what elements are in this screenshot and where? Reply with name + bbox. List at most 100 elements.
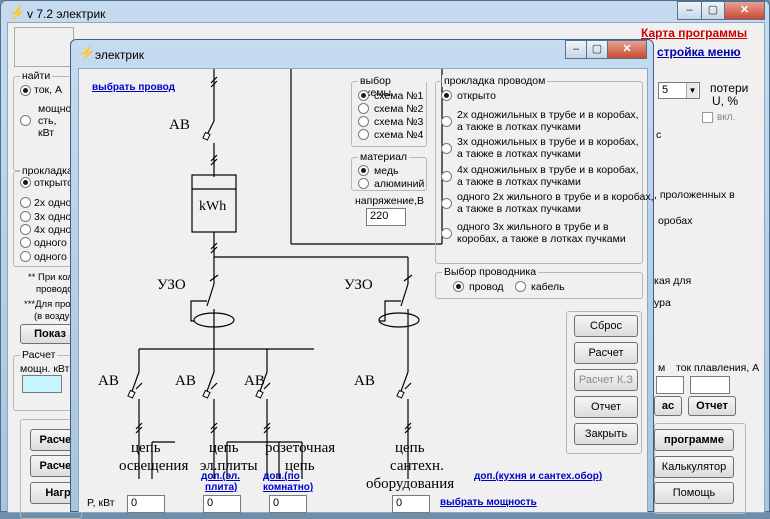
laying-option-4-radio[interactable]	[441, 171, 452, 182]
laying-option-1-radio[interactable]	[441, 90, 452, 101]
main-right-text-2: , проложенных в	[654, 189, 735, 201]
wire-laying-group-label: прокладка проводом	[442, 75, 548, 87]
dialog-minimize-button[interactable]: –	[565, 40, 587, 59]
dialog-maximize-button[interactable]: ▢	[586, 40, 608, 59]
power-input-socket[interactable]: 0	[269, 495, 307, 513]
laying-option-4-label-2: а также в лотках пучками	[457, 176, 581, 188]
laying-option-2-label-1: 2х одножильных в трубе и в коробах,	[457, 109, 639, 121]
material-copper-radio[interactable]	[358, 165, 369, 176]
reset-button[interactable]: Сброс	[574, 315, 638, 337]
main-laying-radio-5[interactable]	[20, 237, 31, 248]
main-vkl-label: вкл.	[717, 112, 736, 123]
uzo-2-label: УЗО	[344, 277, 373, 293]
uzo-1-label: УЗО	[157, 277, 186, 293]
report-button[interactable]: Отчет	[574, 396, 638, 418]
dop-kitchen-link[interactable]: доп.(кухня и сантех.обор)	[474, 471, 603, 482]
main-fuse-input-1[interactable]	[656, 376, 684, 394]
main-fuse-input-2[interactable]	[690, 376, 730, 394]
main-power-label: мощн. кВт	[20, 363, 70, 375]
voltage-input[interactable]: 220	[366, 208, 406, 226]
power-input-stove-value: 0	[207, 497, 214, 509]
laying-option-5-radio[interactable]	[441, 198, 452, 209]
power-input-plumbing[interactable]: 0	[392, 495, 430, 513]
laying-option-2-radio[interactable]	[441, 116, 452, 127]
power-input-stove[interactable]: 0	[203, 495, 241, 513]
conductor-wire-label: провод	[469, 281, 504, 293]
main-top-field-frame	[14, 27, 74, 67]
main-find-power-label-a: мощно	[38, 103, 72, 115]
scheme-4-radio[interactable]	[358, 129, 369, 140]
main-find-power-radio[interactable]	[20, 115, 31, 126]
dop-stove-link-2[interactable]: плита)	[205, 482, 238, 493]
laying-option-6-radio[interactable]	[441, 228, 452, 239]
main-laying-radio-1[interactable]	[20, 177, 31, 188]
main-maximize-button[interactable]: ▢	[701, 1, 725, 20]
voltage-input-value: 220	[370, 210, 389, 222]
main-find-group-label: найти	[20, 70, 53, 82]
main-note-2b: (в возду	[34, 311, 70, 322]
main-find-current-label: ток, А	[34, 84, 62, 96]
main-loss-label-1: потери	[710, 81, 749, 95]
main-program-button[interactable]: программе	[654, 429, 734, 451]
main-find-current-radio[interactable]	[20, 85, 31, 96]
material-aluminium-radio[interactable]	[358, 178, 369, 189]
app-bolt-icon: ⚡	[9, 5, 26, 20]
main-laying-radio-3[interactable]	[20, 211, 31, 222]
main-note-1a: ** При кол	[28, 272, 73, 283]
material-group: материал	[351, 151, 427, 191]
dialog-client-area: выбрать провод	[78, 68, 654, 513]
dop-room-link-2[interactable]: комнатно)	[263, 482, 314, 493]
dialog-title: электрик	[95, 48, 145, 62]
circuit-socket-label-1: розеточная	[265, 440, 336, 456]
material-copper-label: медь	[374, 165, 399, 177]
main-laying-label-1: открыто	[34, 177, 73, 189]
main-fuse-label-1: м	[658, 362, 666, 374]
dop-room-link-1[interactable]: доп.(по	[263, 471, 300, 482]
calculate-button[interactable]: Расчет	[574, 342, 638, 364]
main-close-button[interactable]: ✕	[724, 1, 765, 20]
laying-option-6-label-1: одного 3х жильного в трубе и в	[457, 221, 609, 233]
main-power-input[interactable]	[22, 375, 62, 393]
main-laying-radio-2[interactable]	[20, 197, 31, 208]
av-1-label: АВ	[98, 373, 119, 389]
main-loss-combo-value: 5	[662, 84, 669, 96]
laying-option-3-label-2: а также в лотках пучками	[457, 148, 581, 160]
conductor-cable-radio[interactable]	[515, 281, 526, 292]
main-right-text-3: оробах	[658, 215, 693, 227]
main-menu-settings-link[interactable]: стройка меню	[657, 45, 741, 59]
laying-option-3-radio[interactable]	[441, 143, 452, 154]
select-power-link[interactable]: выбрать мощность	[440, 497, 537, 508]
dop-stove-link-1[interactable]: доп.(эл.	[201, 471, 241, 482]
scheme-3-radio[interactable]	[358, 116, 369, 127]
main-laying-radio-4[interactable]	[20, 224, 31, 235]
select-wire-link[interactable]: выбрать провод	[92, 82, 175, 93]
main-laying-radio-6[interactable]	[20, 251, 31, 262]
main-right-c-button[interactable]: ас	[654, 396, 682, 416]
close-button[interactable]: Закрыть	[574, 423, 638, 445]
main-show-button[interactable]: Показ	[20, 324, 80, 344]
power-input-lighting-value: 0	[131, 497, 138, 509]
wire-laying-group: прокладка проводом	[435, 75, 643, 264]
conductor-cable-label: кабель	[531, 281, 565, 293]
main-help-button[interactable]: Помощь	[654, 482, 734, 504]
power-input-lighting[interactable]: 0	[127, 495, 165, 513]
main-laying-label-2: 2х одно	[34, 197, 72, 209]
power-row-label: P, кВт	[87, 497, 115, 509]
dialog-close-button[interactable]: ✕	[607, 40, 647, 59]
main-laying-label-3: 3х одно	[34, 211, 72, 223]
main-vkl-checkbox[interactable]	[702, 112, 713, 123]
main-right-report-button[interactable]: Отчет	[688, 396, 736, 416]
main-right-text-4: кая для	[654, 275, 692, 287]
main-calculator-button[interactable]: Калькулятор	[654, 456, 734, 478]
dialog-buttons-frame	[566, 311, 642, 454]
laying-option-5-label-1: одного 2х жильного в трубе и в коробах,	[457, 191, 654, 203]
main-minimize-button[interactable]: –	[677, 1, 702, 20]
calculate-short-circuit-button[interactable]: Расчет К.З	[574, 369, 638, 391]
scheme-1-radio[interactable]	[358, 90, 369, 101]
scheme-group: выбор схемы	[351, 75, 427, 147]
main-loss-combo[interactable]: 5 ▼	[658, 82, 700, 99]
scheme-2-radio[interactable]	[358, 103, 369, 114]
laying-option-5-label-2: а также в лотках пучками	[457, 203, 581, 215]
conductor-wire-radio[interactable]	[453, 281, 464, 292]
main-map-link[interactable]: Карта программы	[641, 26, 748, 40]
